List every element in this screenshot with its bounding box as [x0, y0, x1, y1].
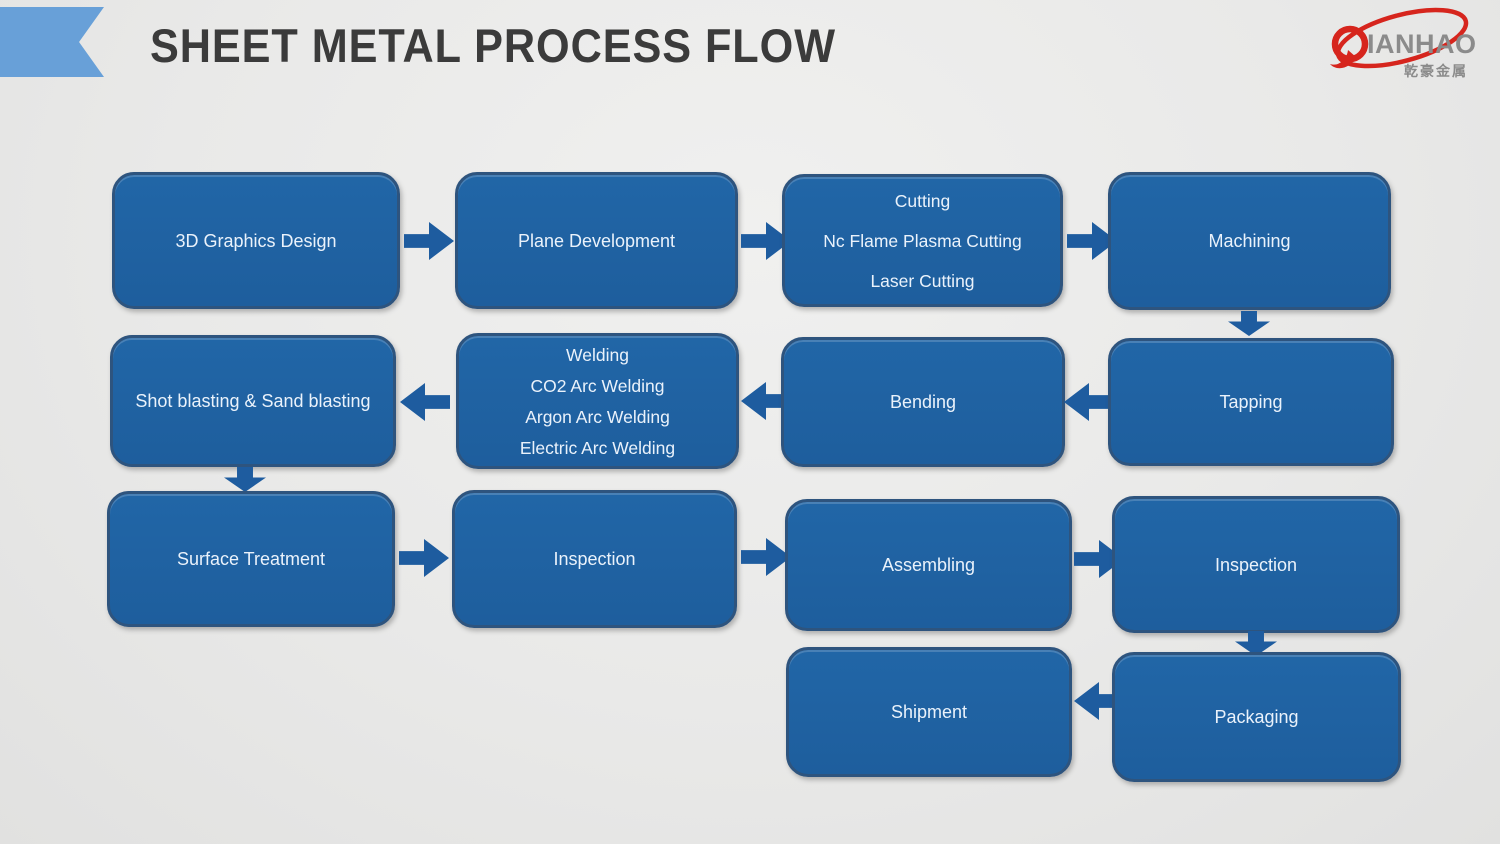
logo-q-tail-icon	[1330, 50, 1356, 69]
node-surface-treatment: Surface Treatment	[107, 491, 395, 627]
node-label: Laser Cutting	[870, 270, 975, 291]
arrow-left-icon	[400, 383, 450, 421]
node-assembling: Assembling	[785, 499, 1072, 631]
node-3d-graphics-design: 3D Graphics Design	[112, 172, 400, 309]
node-inspection-2: Inspection	[1112, 496, 1400, 633]
node-plane-development: Plane Development	[455, 172, 738, 309]
node-label: Bending	[889, 392, 957, 412]
node-machining: Machining	[1108, 172, 1391, 310]
node-label: Packaging	[1214, 707, 1299, 727]
node-label: Shipment	[890, 702, 968, 722]
node-label: Cutting	[894, 190, 951, 211]
node-label: Nc Flame Plasma Cutting	[823, 230, 1022, 251]
arrow-right-icon	[399, 539, 449, 577]
node-label: Inspection	[553, 549, 636, 569]
node-label: Inspection	[1214, 554, 1298, 575]
arrow-right-icon	[741, 538, 791, 576]
node-label: Welding	[566, 344, 629, 365]
node-label: Machining	[1208, 231, 1291, 251]
node-label: Shot blasting & Sand blasting	[135, 391, 371, 411]
title-ribbon-icon	[0, 7, 104, 77]
arrow-left-icon	[1064, 383, 1114, 421]
node-packaging: Packaging	[1112, 652, 1401, 782]
node-label: 3D Graphics Design	[175, 230, 337, 251]
node-label: Assembling	[881, 555, 976, 575]
arrow-down-icon	[1228, 311, 1270, 336]
arrow-right-icon	[404, 222, 454, 260]
node-label: Electric Arc Welding	[519, 437, 676, 458]
node-label: Surface Treatment	[176, 549, 326, 569]
qianhao-logo: IANHAO 乾豪金属	[1330, 7, 1477, 79]
node-tapping: Tapping	[1108, 338, 1394, 466]
page-title: SHEET METAL PROCESS FLOW	[150, 19, 836, 72]
node-label: Plane Development	[517, 230, 676, 251]
node-shipment: Shipment	[786, 647, 1072, 777]
node-inspection-1: Inspection	[452, 490, 737, 628]
node-cutting: Cutting Nc Flame Plasma Cutting Laser Cu…	[782, 174, 1063, 307]
logo-brand-text: IANHAO	[1367, 29, 1477, 59]
node-label: Tapping	[1219, 392, 1283, 412]
node-label: Argon Arc Welding	[525, 406, 670, 427]
node-label: CO2 Arc Welding	[530, 375, 665, 396]
arrow-down-icon	[224, 467, 266, 492]
logo-subtext: 乾豪金属	[1404, 63, 1468, 79]
node-welding: Welding CO2 Arc Welding Argon Arc Weldin…	[456, 333, 739, 469]
node-bending: Bending	[781, 337, 1065, 467]
node-shot-sand-blasting: Shot blasting & Sand blasting	[110, 335, 396, 467]
